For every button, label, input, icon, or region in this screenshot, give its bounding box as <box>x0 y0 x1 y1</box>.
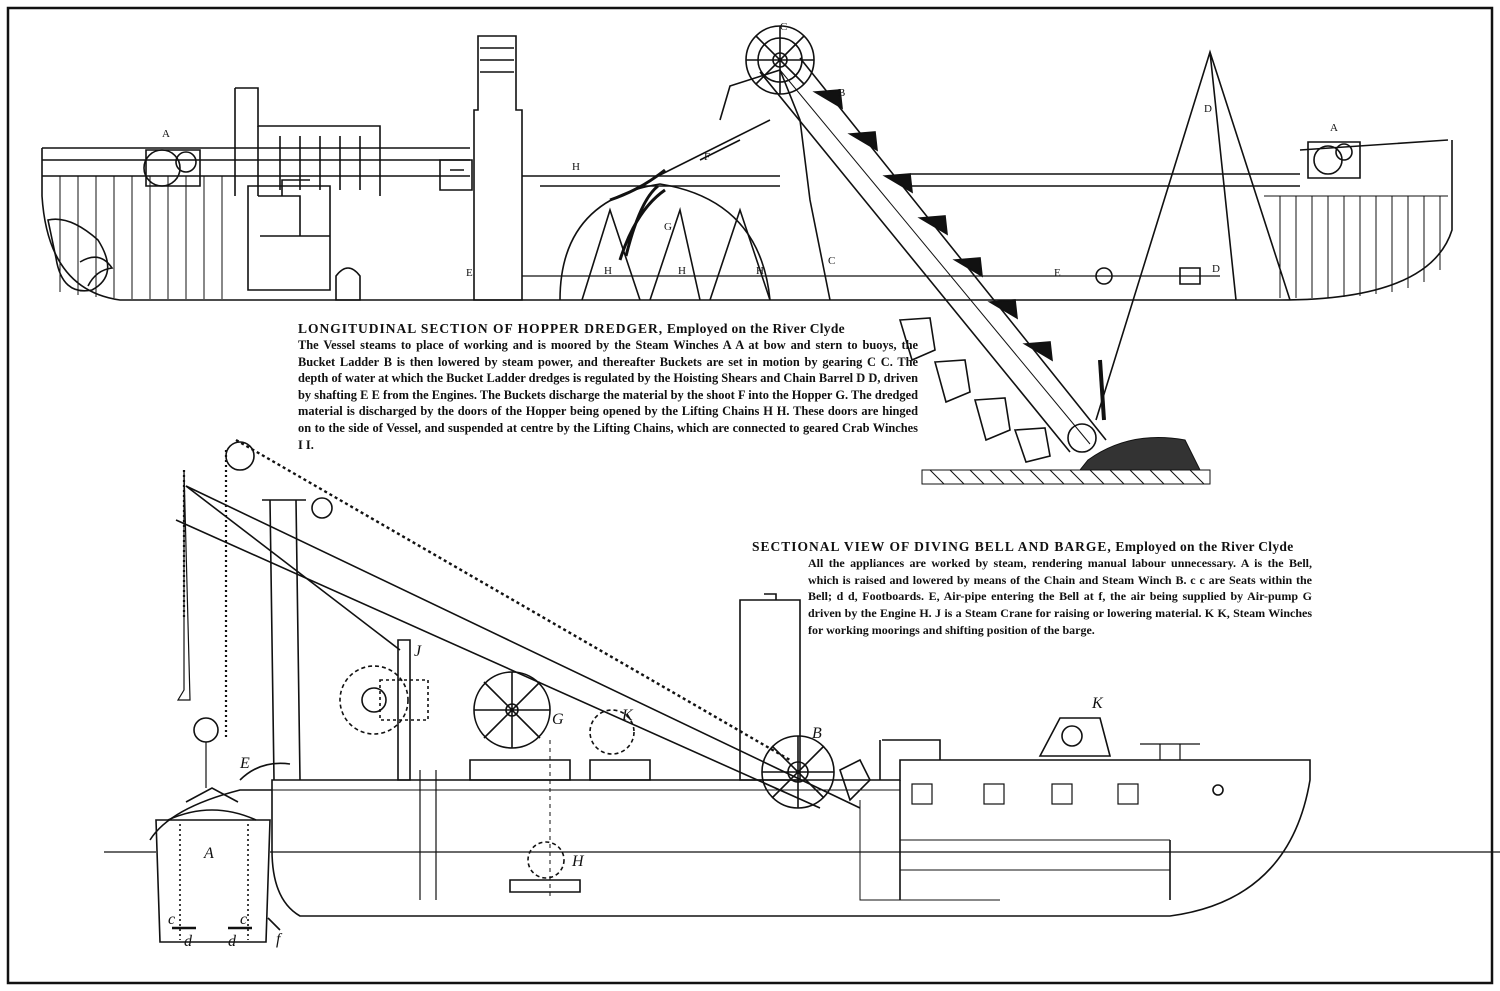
steam-winch-stern <box>1307 141 1361 179</box>
bell-label-j: J <box>414 643 422 660</box>
steam-winch-b <box>761 735 871 809</box>
bell-label-h: H <box>571 853 585 870</box>
bell-caption-title: SECTIONAL VIEW OF DIVING BELL AND BARGE,… <box>752 539 1312 555</box>
bell-label-k-fore: K <box>621 707 634 724</box>
diving-bell <box>155 469 281 943</box>
bell-label-d-right: d <box>228 933 237 950</box>
bell-caption: SECTIONAL VIEW OF DIVING BELL AND BARGE,… <box>752 539 1312 639</box>
bell-label-b: B <box>812 725 822 742</box>
dredger-label-b: B <box>838 87 845 99</box>
bell-caption-body: All the appliances are worked by steam, … <box>808 556 1312 637</box>
bell-label-a: A <box>203 845 214 862</box>
dredger-label-f: F <box>704 151 710 163</box>
plate-border <box>6 6 1494 985</box>
bell-title-rest: Employed on the River Clyde <box>1115 539 1294 554</box>
dredger-label-h-3: H <box>756 265 764 277</box>
engine-g <box>469 671 571 900</box>
air-pump-h <box>509 841 581 893</box>
bell-label-g: G <box>552 711 564 728</box>
dredger-title-rest: Employed on the River Clyde <box>666 321 845 336</box>
bell-label-f: f <box>276 931 283 948</box>
dredger-label-d-lower: D <box>1212 263 1220 275</box>
dredger-label-e: E <box>466 267 473 279</box>
diving-bell-barge-drawing <box>104 438 1500 943</box>
dredger-label-h-1: H <box>604 265 612 277</box>
dredger-caption-body: The Vessel steams to place of working an… <box>298 338 918 452</box>
hopper-dredger-drawing <box>41 25 1453 485</box>
bell-part-labels: A B c c d d E f G H J K K <box>168 643 1104 950</box>
dredger-label-d: D <box>1204 103 1212 115</box>
steam-crane-j <box>185 485 429 781</box>
bell-label-d-left: d <box>184 933 193 950</box>
dredger-label-h-top: H <box>572 161 580 173</box>
dredger-label-e-aft: E <box>1054 267 1061 279</box>
bell-title-main: SECTIONAL VIEW OF DIVING BELL AND BARGE, <box>752 539 1112 554</box>
dredger-caption: LONGITUDINAL SECTION OF HOPPER DREDGER, … <box>298 321 918 453</box>
dredger-caption-title: LONGITUDINAL SECTION OF HOPPER DREDGER, … <box>298 321 918 337</box>
steam-winch-k-aft <box>1038 717 1112 757</box>
bell-label-c-right: c <box>240 911 247 928</box>
dredger-part-labels: A A B C C D D E E F G H H H H <box>162 21 1338 279</box>
bell-label-e: E <box>239 755 250 772</box>
bucket-ladder <box>759 57 1107 463</box>
bell-label-c-left: c <box>168 911 175 928</box>
dredger-label-c: C <box>780 21 787 33</box>
dredger-label-a: A <box>162 128 170 140</box>
steam-winch-bow <box>143 149 201 187</box>
hoisting-shears <box>1095 49 1291 421</box>
dredger-label-a-stern: A <box>1330 122 1338 134</box>
dredger-label-c-lower: C <box>828 255 835 267</box>
bell-label-k-aft: K <box>1091 695 1104 712</box>
dredger-title-main: LONGITUDINAL SECTION OF HOPPER DREDGER, <box>298 321 664 336</box>
bucket-tumbler-wheel <box>745 25 815 95</box>
dredger-label-g: G <box>664 221 672 233</box>
dredger-label-h-2: H <box>678 265 686 277</box>
steam-winch-k <box>589 709 651 781</box>
